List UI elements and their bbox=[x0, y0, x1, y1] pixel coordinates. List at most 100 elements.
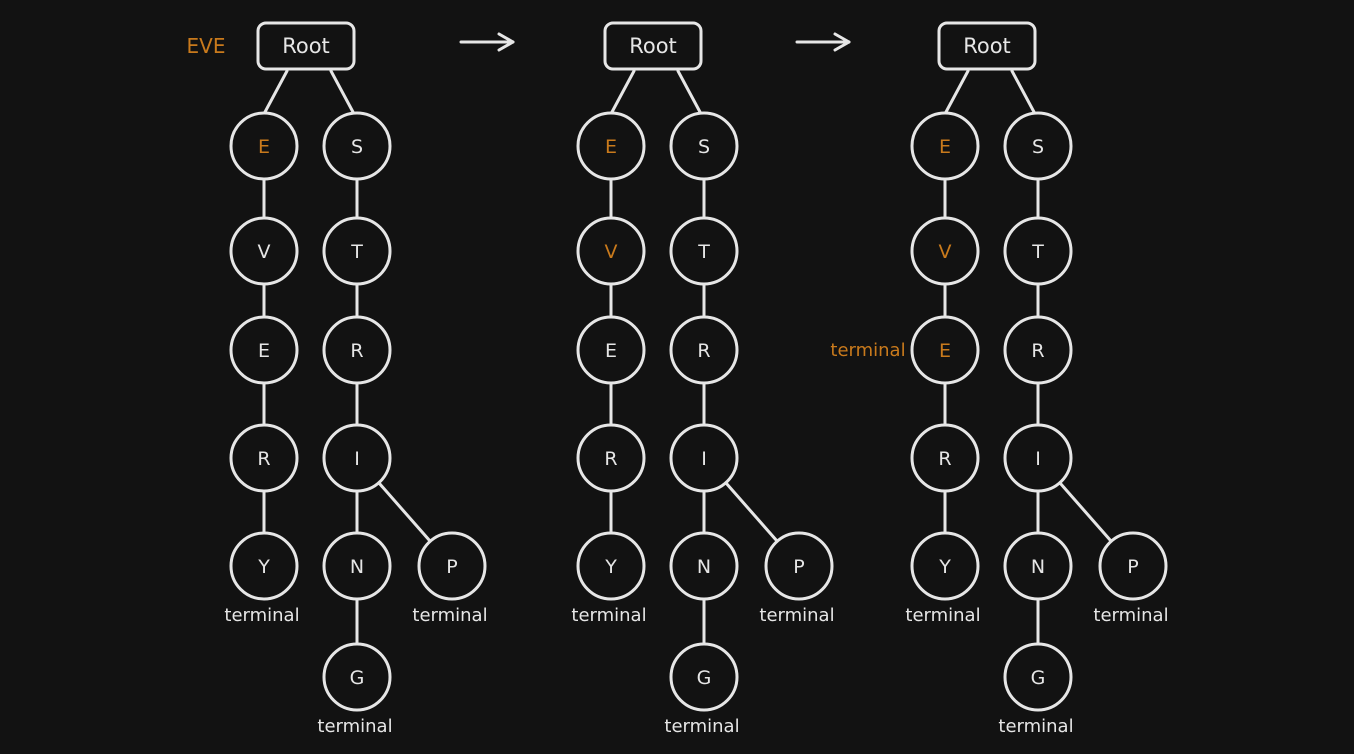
node-letter: V bbox=[605, 241, 618, 263]
terminal-label: terminal bbox=[905, 605, 980, 626]
trie-edge bbox=[263, 69, 289, 114]
trie-node-y: Y bbox=[910, 531, 980, 601]
trie-node-n: N bbox=[669, 531, 739, 601]
trie-node-r: R bbox=[576, 423, 646, 493]
step-arrows bbox=[459, 32, 851, 52]
trie-node-t: T bbox=[1003, 216, 1073, 286]
node-letter: V bbox=[258, 241, 271, 263]
node-letter: R bbox=[697, 340, 710, 362]
trie-node-n: N bbox=[322, 531, 392, 601]
root-label: Root bbox=[963, 34, 1011, 58]
terminal-label: terminal bbox=[998, 716, 1073, 737]
trie-node-g: G bbox=[1003, 642, 1073, 712]
node-letter: I bbox=[354, 448, 360, 470]
trie-edge bbox=[377, 481, 432, 543]
node-letter: R bbox=[350, 340, 363, 362]
arrow-icon bbox=[459, 32, 515, 52]
trie-node-e: E bbox=[910, 315, 980, 385]
trie-node-r: R bbox=[1003, 315, 1073, 385]
node-letter: E bbox=[258, 340, 270, 362]
trie-node-n: N bbox=[1003, 531, 1073, 601]
node-letter: Y bbox=[938, 556, 951, 578]
node-letter: P bbox=[1127, 556, 1138, 578]
trie-edge bbox=[676, 69, 702, 114]
node-letter: P bbox=[793, 556, 804, 578]
node-letter: G bbox=[697, 667, 712, 689]
trie-node-s: S bbox=[322, 111, 392, 181]
terminal-label: terminal bbox=[317, 716, 392, 737]
node-letter: I bbox=[1035, 448, 1041, 470]
node-letter: V bbox=[939, 241, 952, 263]
node-letter: E bbox=[605, 136, 617, 158]
trie-node-r: R bbox=[229, 423, 299, 493]
trie-edge bbox=[1058, 481, 1113, 543]
trie-node-v: V bbox=[576, 216, 646, 286]
trie-panel-3: RootEVEterminalRYterminalSTRINGterminalP… bbox=[830, 21, 1169, 737]
trie-node-r: R bbox=[910, 423, 980, 493]
trie-edge bbox=[610, 69, 636, 114]
trie-node-i: I bbox=[669, 423, 739, 493]
trie-node-g: G bbox=[322, 642, 392, 712]
trie-node-e: E bbox=[576, 111, 646, 181]
node-letter: G bbox=[1031, 667, 1046, 689]
trie-node-v: V bbox=[910, 216, 980, 286]
trie-node-y: Y bbox=[229, 531, 299, 601]
trie-node-t: T bbox=[322, 216, 392, 286]
terminal-label: terminal bbox=[759, 605, 834, 626]
root-label: Root bbox=[282, 34, 330, 58]
node-letter: S bbox=[351, 136, 363, 158]
arrow-icon bbox=[795, 32, 851, 52]
trie-edge bbox=[329, 69, 355, 114]
terminal-label: terminal bbox=[412, 605, 487, 626]
root-node: Root bbox=[603, 21, 703, 71]
trie-node-r: R bbox=[322, 315, 392, 385]
node-letter: S bbox=[698, 136, 710, 158]
trie-panels: RootEVERYterminalSTRINGterminalPterminal… bbox=[224, 21, 1169, 737]
root-label: Root bbox=[629, 34, 677, 58]
node-letter: Y bbox=[604, 556, 617, 578]
node-letter: R bbox=[604, 448, 617, 470]
root-node: Root bbox=[937, 21, 1037, 71]
node-letter: S bbox=[1032, 136, 1044, 158]
terminal-label: terminal bbox=[664, 716, 739, 737]
trie-node-r: R bbox=[669, 315, 739, 385]
trie-node-t: T bbox=[669, 216, 739, 286]
terminal-label: terminal bbox=[1093, 605, 1168, 626]
root-node: Root bbox=[256, 21, 356, 71]
node-letter: P bbox=[446, 556, 457, 578]
trie-node-p: P bbox=[417, 531, 487, 601]
trie-node-e: E bbox=[576, 315, 646, 385]
node-letter: Y bbox=[257, 556, 270, 578]
node-letter: T bbox=[697, 241, 710, 263]
trie-node-p: P bbox=[764, 531, 834, 601]
trie-node-i: I bbox=[1003, 423, 1073, 493]
node-letter: N bbox=[350, 556, 364, 578]
trie-node-p: P bbox=[1098, 531, 1168, 601]
node-letter: E bbox=[939, 136, 951, 158]
trie-node-e: E bbox=[229, 315, 299, 385]
trie-node-i: I bbox=[322, 423, 392, 493]
terminal-label: terminal bbox=[571, 605, 646, 626]
node-letter: T bbox=[1031, 241, 1044, 263]
query-word-label: EVE bbox=[187, 34, 226, 58]
node-letter: G bbox=[350, 667, 365, 689]
trie-node-e: E bbox=[229, 111, 299, 181]
trie-edge bbox=[724, 481, 779, 543]
node-letter: T bbox=[350, 241, 363, 263]
trie-edge bbox=[944, 69, 970, 114]
node-letter: I bbox=[701, 448, 707, 470]
node-letter: E bbox=[939, 340, 951, 362]
trie-node-s: S bbox=[1003, 111, 1073, 181]
terminal-side-label: terminal bbox=[830, 340, 905, 361]
node-letter: E bbox=[605, 340, 617, 362]
node-letter: R bbox=[257, 448, 270, 470]
trie-node-e: E bbox=[910, 111, 980, 181]
trie-node-v: V bbox=[229, 216, 299, 286]
trie-node-g: G bbox=[669, 642, 739, 712]
node-letter: R bbox=[938, 448, 951, 470]
node-letter: E bbox=[258, 136, 270, 158]
node-letter: N bbox=[697, 556, 711, 578]
